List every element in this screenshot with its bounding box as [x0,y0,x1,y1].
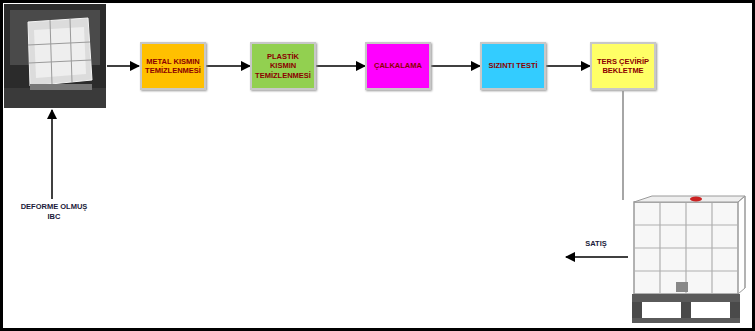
step-text: ÇALKALAMA [374,61,422,70]
process-box: SIZINTI TESTİ [480,42,546,90]
input-label: DEFORME OLMUŞ IBC [14,202,94,222]
ibc-container-figure [632,196,745,323]
flow-arrow [206,65,250,67]
step-text: TERS ÇEVİRİP BEKLETME [595,57,651,76]
step-text: SIZINTI TESTİ [488,61,537,70]
deformed-ibc-photo [4,4,106,108]
step-text: PLASTİK KISMIN TEMİZLENMESİ [255,52,311,80]
input-arrow [107,65,139,67]
step-text: METAL KISMIN TEMİZLENMESİ [145,57,201,76]
process-box: PLASTİK KISMIN TEMİZLENMESİ [250,42,316,90]
output-line [622,91,624,200]
process-box: ÇALKALAMA [365,42,431,90]
process-box: METAL KISMIN TEMİZLENMESİ [140,42,206,90]
flow-arrow [431,65,480,67]
flow-arrow [546,65,590,67]
sale-arrow [566,256,628,258]
label-arrow [51,110,53,199]
flow-arrow [316,65,365,67]
process-box: TERS ÇEVİRİP BEKLETME [590,42,656,90]
output-label: SATIŞ [578,239,614,249]
